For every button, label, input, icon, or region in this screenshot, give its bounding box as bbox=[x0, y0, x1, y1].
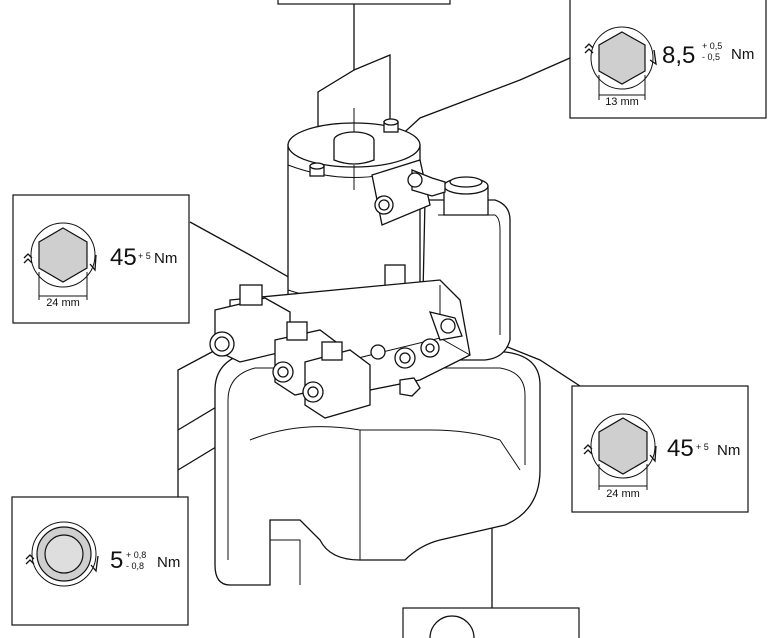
torque-circle bbox=[590, 26, 654, 90]
hex-nut-icon bbox=[598, 417, 648, 475]
bottom-right-callout-box bbox=[402, 607, 580, 638]
torque-unit: Nm bbox=[157, 554, 180, 571]
torque-value: 5 bbox=[110, 547, 123, 574]
hex-nut-icon bbox=[38, 227, 88, 283]
torque-unit: Nm bbox=[731, 46, 754, 63]
torque-circle bbox=[31, 521, 97, 587]
torque-value: 45 bbox=[667, 435, 694, 462]
rotation-arrow-icon bbox=[89, 254, 97, 272]
callout-bottom-left: 5 + 0,8 - 0,8 Nm bbox=[11, 496, 189, 626]
tolerance-lower: - 0,5 bbox=[702, 52, 720, 62]
tolerance-upper: + 0,5 bbox=[702, 41, 722, 51]
torque-value: 8,5 bbox=[662, 42, 695, 69]
hex-nut-icon bbox=[598, 31, 646, 85]
tolerance-upper: + 0,8 bbox=[126, 550, 146, 560]
dimension-label: 24 mm bbox=[606, 488, 640, 500]
torque-circle bbox=[30, 222, 96, 288]
hydraulic-power-unit bbox=[209, 108, 541, 586]
dimension-label: 24 mm bbox=[46, 297, 80, 309]
chevron-icon bbox=[25, 554, 35, 565]
tolerance-lower: - 0,8 bbox=[126, 561, 144, 571]
callout-mid-right: 24 mm 45 + 5 Nm bbox=[571, 385, 749, 513]
torque-value: 45 bbox=[110, 244, 137, 271]
rotation-arrow-icon bbox=[649, 49, 657, 66]
callout-top-right: 13 mm 8,5 + 0,5 - 0,5 Nm bbox=[569, 0, 767, 119]
torque-circle bbox=[590, 413, 656, 479]
rotation-arrow-icon bbox=[90, 555, 99, 573]
dimension-label: 13 mm bbox=[605, 96, 639, 108]
chevron-icon bbox=[584, 43, 594, 54]
rotation-arrow-icon bbox=[649, 445, 657, 463]
torque-unit: Nm bbox=[154, 250, 177, 267]
tolerance-upper: + 5 bbox=[696, 442, 709, 452]
chevron-icon bbox=[583, 444, 593, 455]
top-callout-box bbox=[277, 0, 451, 5]
chevron-icon bbox=[23, 253, 33, 264]
callout-mid-left: 24 mm 45 + 5 Nm bbox=[12, 194, 190, 324]
torque-unit: Nm bbox=[717, 442, 740, 459]
tolerance-upper: + 5 bbox=[138, 251, 151, 261]
